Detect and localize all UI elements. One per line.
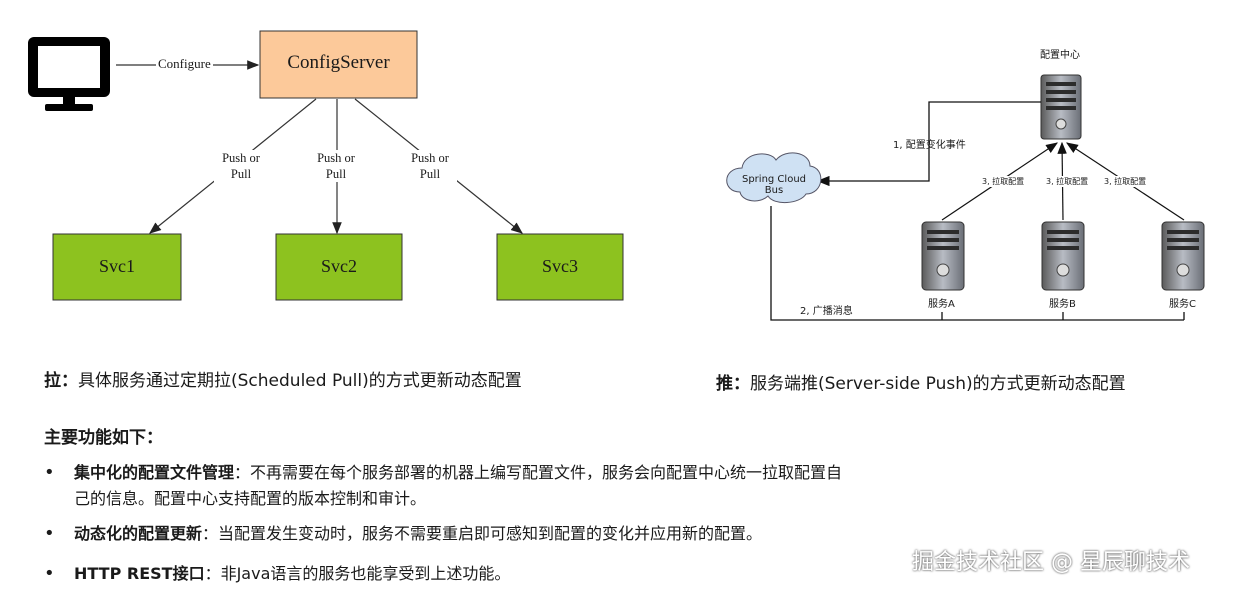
service-c-server-icon xyxy=(1161,221,1205,291)
svc3-box xyxy=(496,233,624,301)
edge-label-3: Push or Pull xyxy=(403,150,457,182)
features-heading: 主要功能如下： xyxy=(44,428,163,448)
watermark: 掘金技术社区 @ 星辰聊技术 xyxy=(912,550,1190,575)
feature-1-text: ：不再需要在每个服务部署的机器上编写配置文件，服务会向配置中心统一拉取配置自 xyxy=(234,463,843,482)
feature-1-text-cont: 己的信息。配置中心支持配置的版本控制和审计。 xyxy=(74,489,427,508)
configure-label: Configure xyxy=(156,56,213,72)
feature-2-text: ：当配置发生变动时，服务不需要重启即可感知到配置的变化并应用新的配置。 xyxy=(202,524,763,543)
config-event-line xyxy=(816,101,1041,187)
bullet-dot-icon: • xyxy=(44,462,55,483)
config-center-server-icon xyxy=(1040,74,1082,140)
edge-label-1-line1: Push or xyxy=(222,151,260,165)
feature-1-title: 集中化的配置文件管理 xyxy=(74,463,235,482)
svc2-label: Svc2 xyxy=(321,256,357,276)
svc3-label: Svc3 xyxy=(542,256,578,276)
bullet-dot-icon: • xyxy=(44,523,55,544)
feature-2-title: 动态化的配置更新 xyxy=(74,524,203,543)
config-center-label: 配置中心 xyxy=(1040,50,1080,61)
bullet-dot-icon: • xyxy=(44,563,55,584)
service-c-label: 服务C xyxy=(1169,299,1196,310)
svc1-box xyxy=(52,233,182,301)
edge-label-1-line2: Pull xyxy=(230,167,252,181)
push-caption-text: 服务端推(Server-side Push)的方式更新动态配置 xyxy=(750,374,1126,394)
feature-item-3: • HTTP REST接口：非Java语言的服务也能享受到上述功能。 xyxy=(44,561,984,587)
feature-item-1: • 集中化的配置文件管理：不再需要在每个服务部署的机器上编写配置文件，服务会向配… xyxy=(44,460,984,512)
pull-caption-text: 具体服务通过定期拉(Scheduled Pull)的方式更新动态配置 xyxy=(78,371,522,391)
pull-label-a: 3, 拉取配置 xyxy=(982,176,1025,187)
pull-caption: 拉：具体服务通过定期拉(Scheduled Pull)的方式更新动态配置 xyxy=(44,366,522,391)
edge-label-3-line2: Pull xyxy=(419,167,441,181)
cloud-bus-icon xyxy=(726,152,822,203)
pull-caption-prefix: 拉： xyxy=(44,371,78,391)
feature-3-text: ：非Java语言的服务也能享受到上述功能。 xyxy=(204,564,511,583)
pull-label-c: 3, 拉取配置 xyxy=(1104,176,1147,187)
monitor-icon xyxy=(28,37,110,111)
service-b-server-icon xyxy=(1041,221,1085,291)
broadcast-label: 2, 广播消息 xyxy=(800,306,853,317)
config-server-label: ConfigServer xyxy=(287,52,390,73)
service-a-label: 服务A xyxy=(928,299,955,310)
pull-label-b: 3, 拉取配置 xyxy=(1046,176,1089,187)
edge-label-2-line2: Pull xyxy=(325,167,347,181)
broadcast-line xyxy=(770,206,1184,321)
service-a-server-icon xyxy=(921,221,965,291)
cloud-bus-label: Spring Cloud Bus xyxy=(741,174,806,196)
service-b-label: 服务B xyxy=(1049,299,1076,310)
edge-label-2-line1: Push or xyxy=(317,151,355,165)
edge-label-2: Push or Pull xyxy=(309,150,363,182)
push-caption-prefix: 推： xyxy=(716,374,750,394)
config-event-label: 1, 配置变化事件 xyxy=(893,140,966,151)
svc2-box xyxy=(275,233,403,301)
edge-label-3-line1: Push or xyxy=(411,151,449,165)
edge-label-1: Push or Pull xyxy=(214,150,268,182)
config-server-box xyxy=(259,30,418,99)
push-caption: 推：服务端推(Server-side Push)的方式更新动态配置 xyxy=(716,369,1126,394)
feature-3-title: HTTP REST接口 xyxy=(74,564,205,583)
feature-item-2: • 动态化的配置更新：当配置发生变动时，服务不需要重启即可感知到配置的变化并应用… xyxy=(44,521,984,547)
svc1-label: Svc1 xyxy=(99,256,135,276)
